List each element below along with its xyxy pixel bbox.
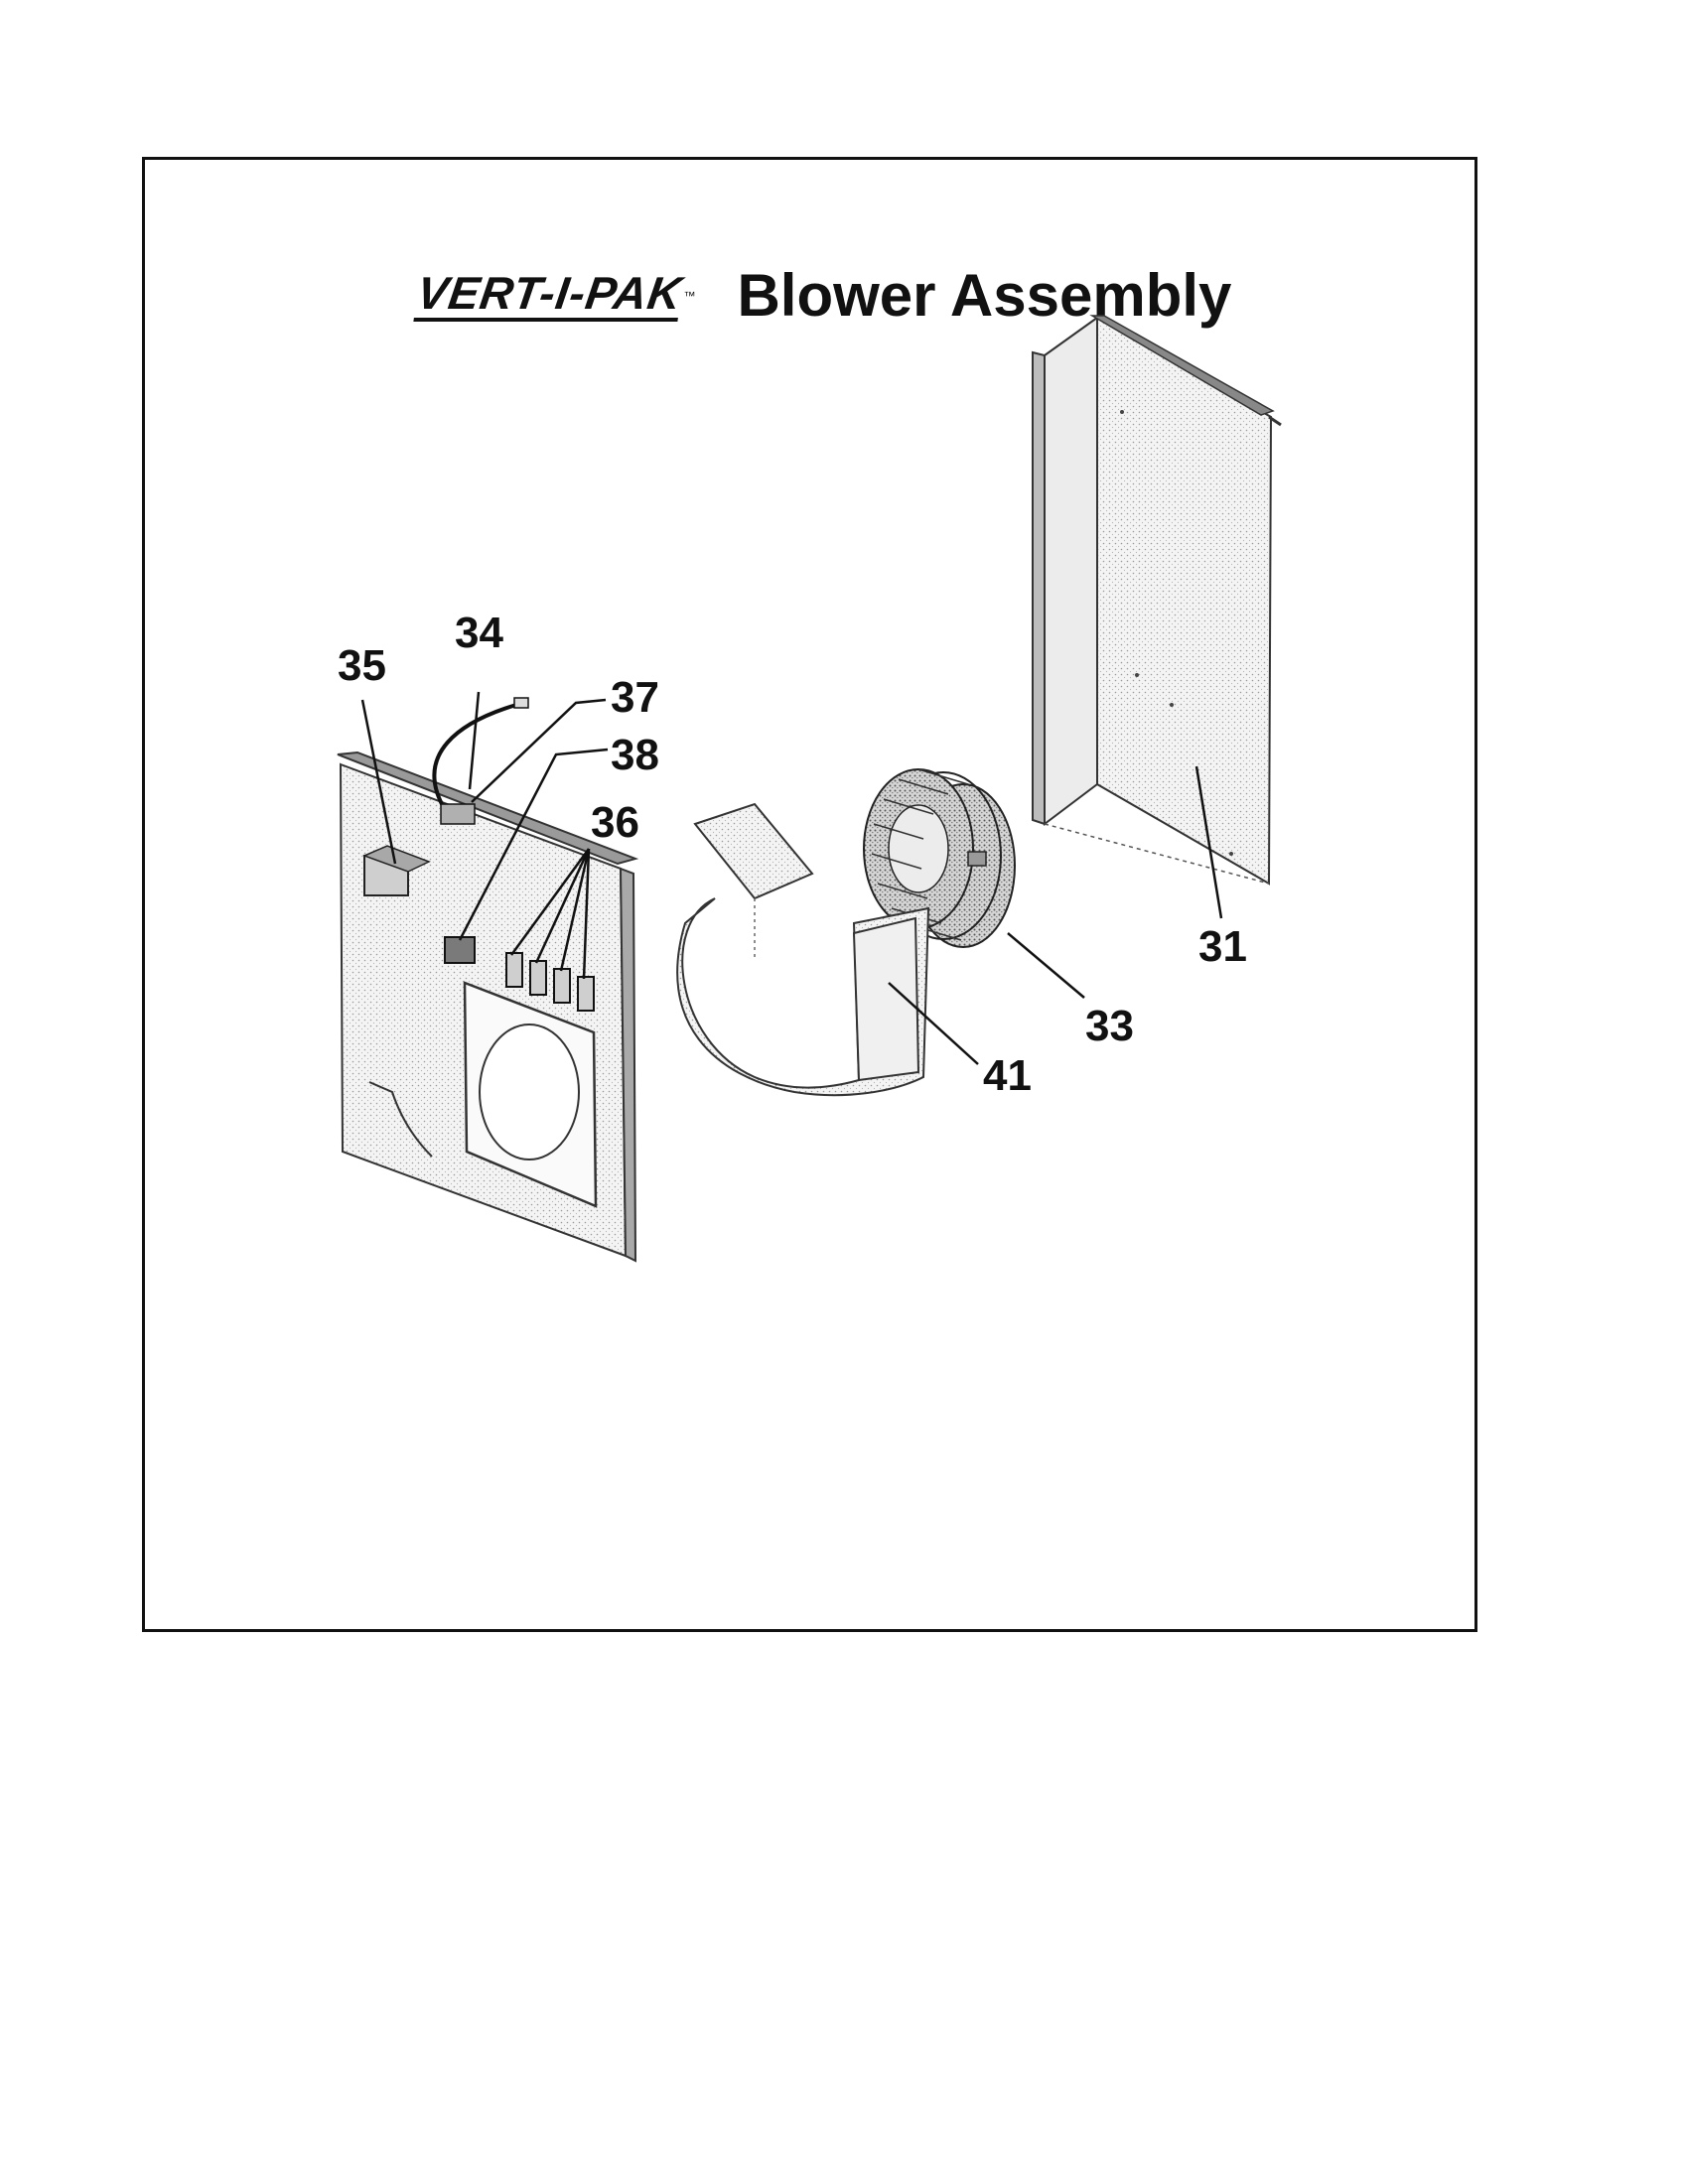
part-33-blower-wheel bbox=[863, 768, 1016, 948]
callout-38: 38 bbox=[611, 731, 659, 779]
callout-34: 34 bbox=[455, 609, 503, 657]
part-41-scroll-housing bbox=[676, 802, 930, 1097]
title-row: VERT-I-PAK ™ Blower Assembly bbox=[413, 256, 1232, 336]
callout-35: 35 bbox=[338, 641, 386, 690]
callout-36: 36 bbox=[591, 798, 639, 847]
part-31-back-panel bbox=[1032, 315, 1282, 886]
callout-41: 41 bbox=[983, 1051, 1032, 1100]
page-title: Blower Assembly bbox=[737, 262, 1232, 329]
callout-labels: 34 35 37 38 36 31 33 41 bbox=[338, 609, 1247, 1100]
diagram-frame bbox=[142, 157, 1477, 1632]
part-main-control-panel bbox=[337, 697, 639, 1263]
trademark-mark: ™ bbox=[683, 289, 696, 303]
callout-31: 31 bbox=[1198, 922, 1247, 971]
callout-37: 37 bbox=[611, 673, 659, 722]
callout-33: 33 bbox=[1085, 1002, 1134, 1050]
leader-lines bbox=[360, 691, 1223, 1065]
